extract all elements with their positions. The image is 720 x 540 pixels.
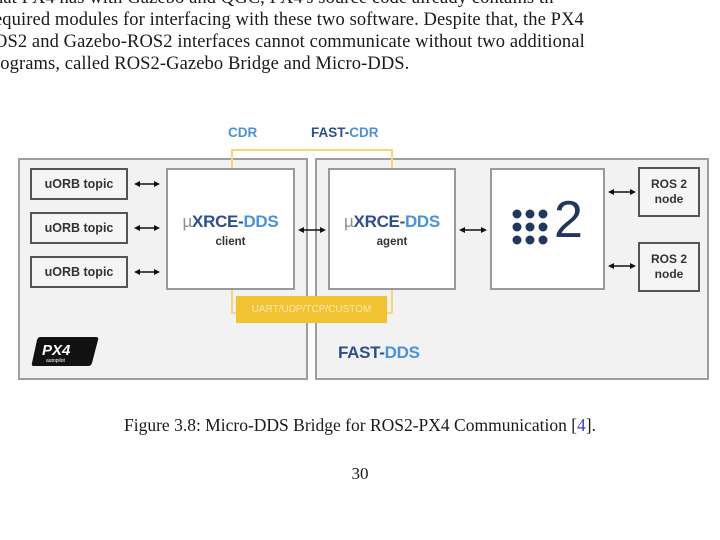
ros2-node-title: ROS 2 (650, 177, 687, 191)
uorb-topic-box: uORB topic (30, 212, 128, 244)
double-arrow-icon (298, 227, 326, 233)
mu-symbol: µ (182, 212, 193, 231)
xrce-dds-client-title: µXRCE-DDS (168, 212, 293, 232)
mu-symbol: µ (344, 212, 354, 231)
ros2-node-box: ROS 2 node (638, 167, 700, 217)
ros2-node-subtitle: node (654, 192, 684, 206)
body-text-line: equired modules for interfacing with the… (0, 10, 584, 30)
xrce-text: XRCE- (192, 212, 244, 231)
dds-text: DDS (404, 212, 440, 231)
ros2-node-subtitle: node (654, 267, 684, 281)
px4-logo: PX4 autopilot (30, 335, 100, 367)
px4-logo-sub: autopilot (46, 358, 66, 364)
xrce-text: XRCE- (353, 212, 406, 231)
fast-dds-prefix: FAST- (338, 343, 385, 362)
xrce-dds-agent-box: µXRCE-DDS agent (328, 168, 456, 290)
px4-logo-icon: PX4 autopilot (31, 337, 99, 366)
cdr-label: CDR (228, 125, 258, 140)
uorb-topic-box: uORB topic (30, 256, 128, 288)
micro-dds-diagram: CDR FAST-CDR uORB topic uORB topic uORB … (18, 125, 709, 380)
uorb-topic-box: uORB topic (30, 168, 128, 200)
fast-cdr-prefix: FAST- (311, 125, 350, 140)
agent-label: agent (376, 236, 408, 248)
dds-text: DDS (243, 212, 279, 231)
transport-label-box: UART/UDP/TCP/CUSTOM (236, 296, 387, 323)
citation-link[interactable]: 4 (577, 415, 586, 435)
client-label: client (215, 236, 246, 248)
ros2-logo-box: 2 (490, 168, 605, 290)
ros2-logo-text: 2 (554, 191, 583, 249)
transport-bracket-right (386, 312, 392, 314)
ros2-node-box: ROS 2 node (638, 242, 700, 292)
double-arrow-icon (608, 263, 636, 269)
caption-text: Figure 3.8: Micro-DDS Bridge for ROS2-PX… (124, 415, 578, 435)
xrce-dds-agent-title: µXRCE-DDS (330, 212, 454, 232)
page-number: 30 (351, 464, 369, 483)
body-text-line: OS2 and Gazebo-ROS2 interfaces cannot co… (0, 32, 585, 52)
double-arrow-icon (134, 269, 160, 275)
px4-logo-main: PX4 (42, 342, 71, 359)
fast-cdr-label: FAST-CDR (311, 125, 379, 140)
body-text-line: hat PX4 has with Gazebo and QGC, PX4's s… (0, 0, 554, 9)
cdr-bracket-left (231, 149, 233, 161)
ros2-dots-icon (512, 209, 548, 245)
caption-end: ]. (585, 415, 596, 435)
double-arrow-icon (459, 227, 487, 233)
double-arrow-icon (134, 181, 160, 187)
fast-dds-suffix: DDS (384, 343, 420, 362)
double-arrow-icon (134, 225, 160, 231)
transport-bracket-left (231, 312, 237, 314)
fast-cdr-suffix: CDR (349, 125, 379, 140)
body-text-line: rograms, called ROS2-Gazebo Bridge and M… (0, 54, 410, 74)
cdr-bracket-right (391, 149, 393, 161)
cdr-bracket-top (231, 149, 392, 151)
xrce-dds-client-box: µXRCE-DDS client (166, 168, 295, 290)
double-arrow-icon (608, 189, 636, 195)
figure-caption: Figure 3.8: Micro-DDS Bridge for ROS2-PX… (0, 415, 720, 436)
fast-dds-label: FAST-DDS (338, 343, 420, 363)
ros2-node-title: ROS 2 (650, 252, 687, 266)
